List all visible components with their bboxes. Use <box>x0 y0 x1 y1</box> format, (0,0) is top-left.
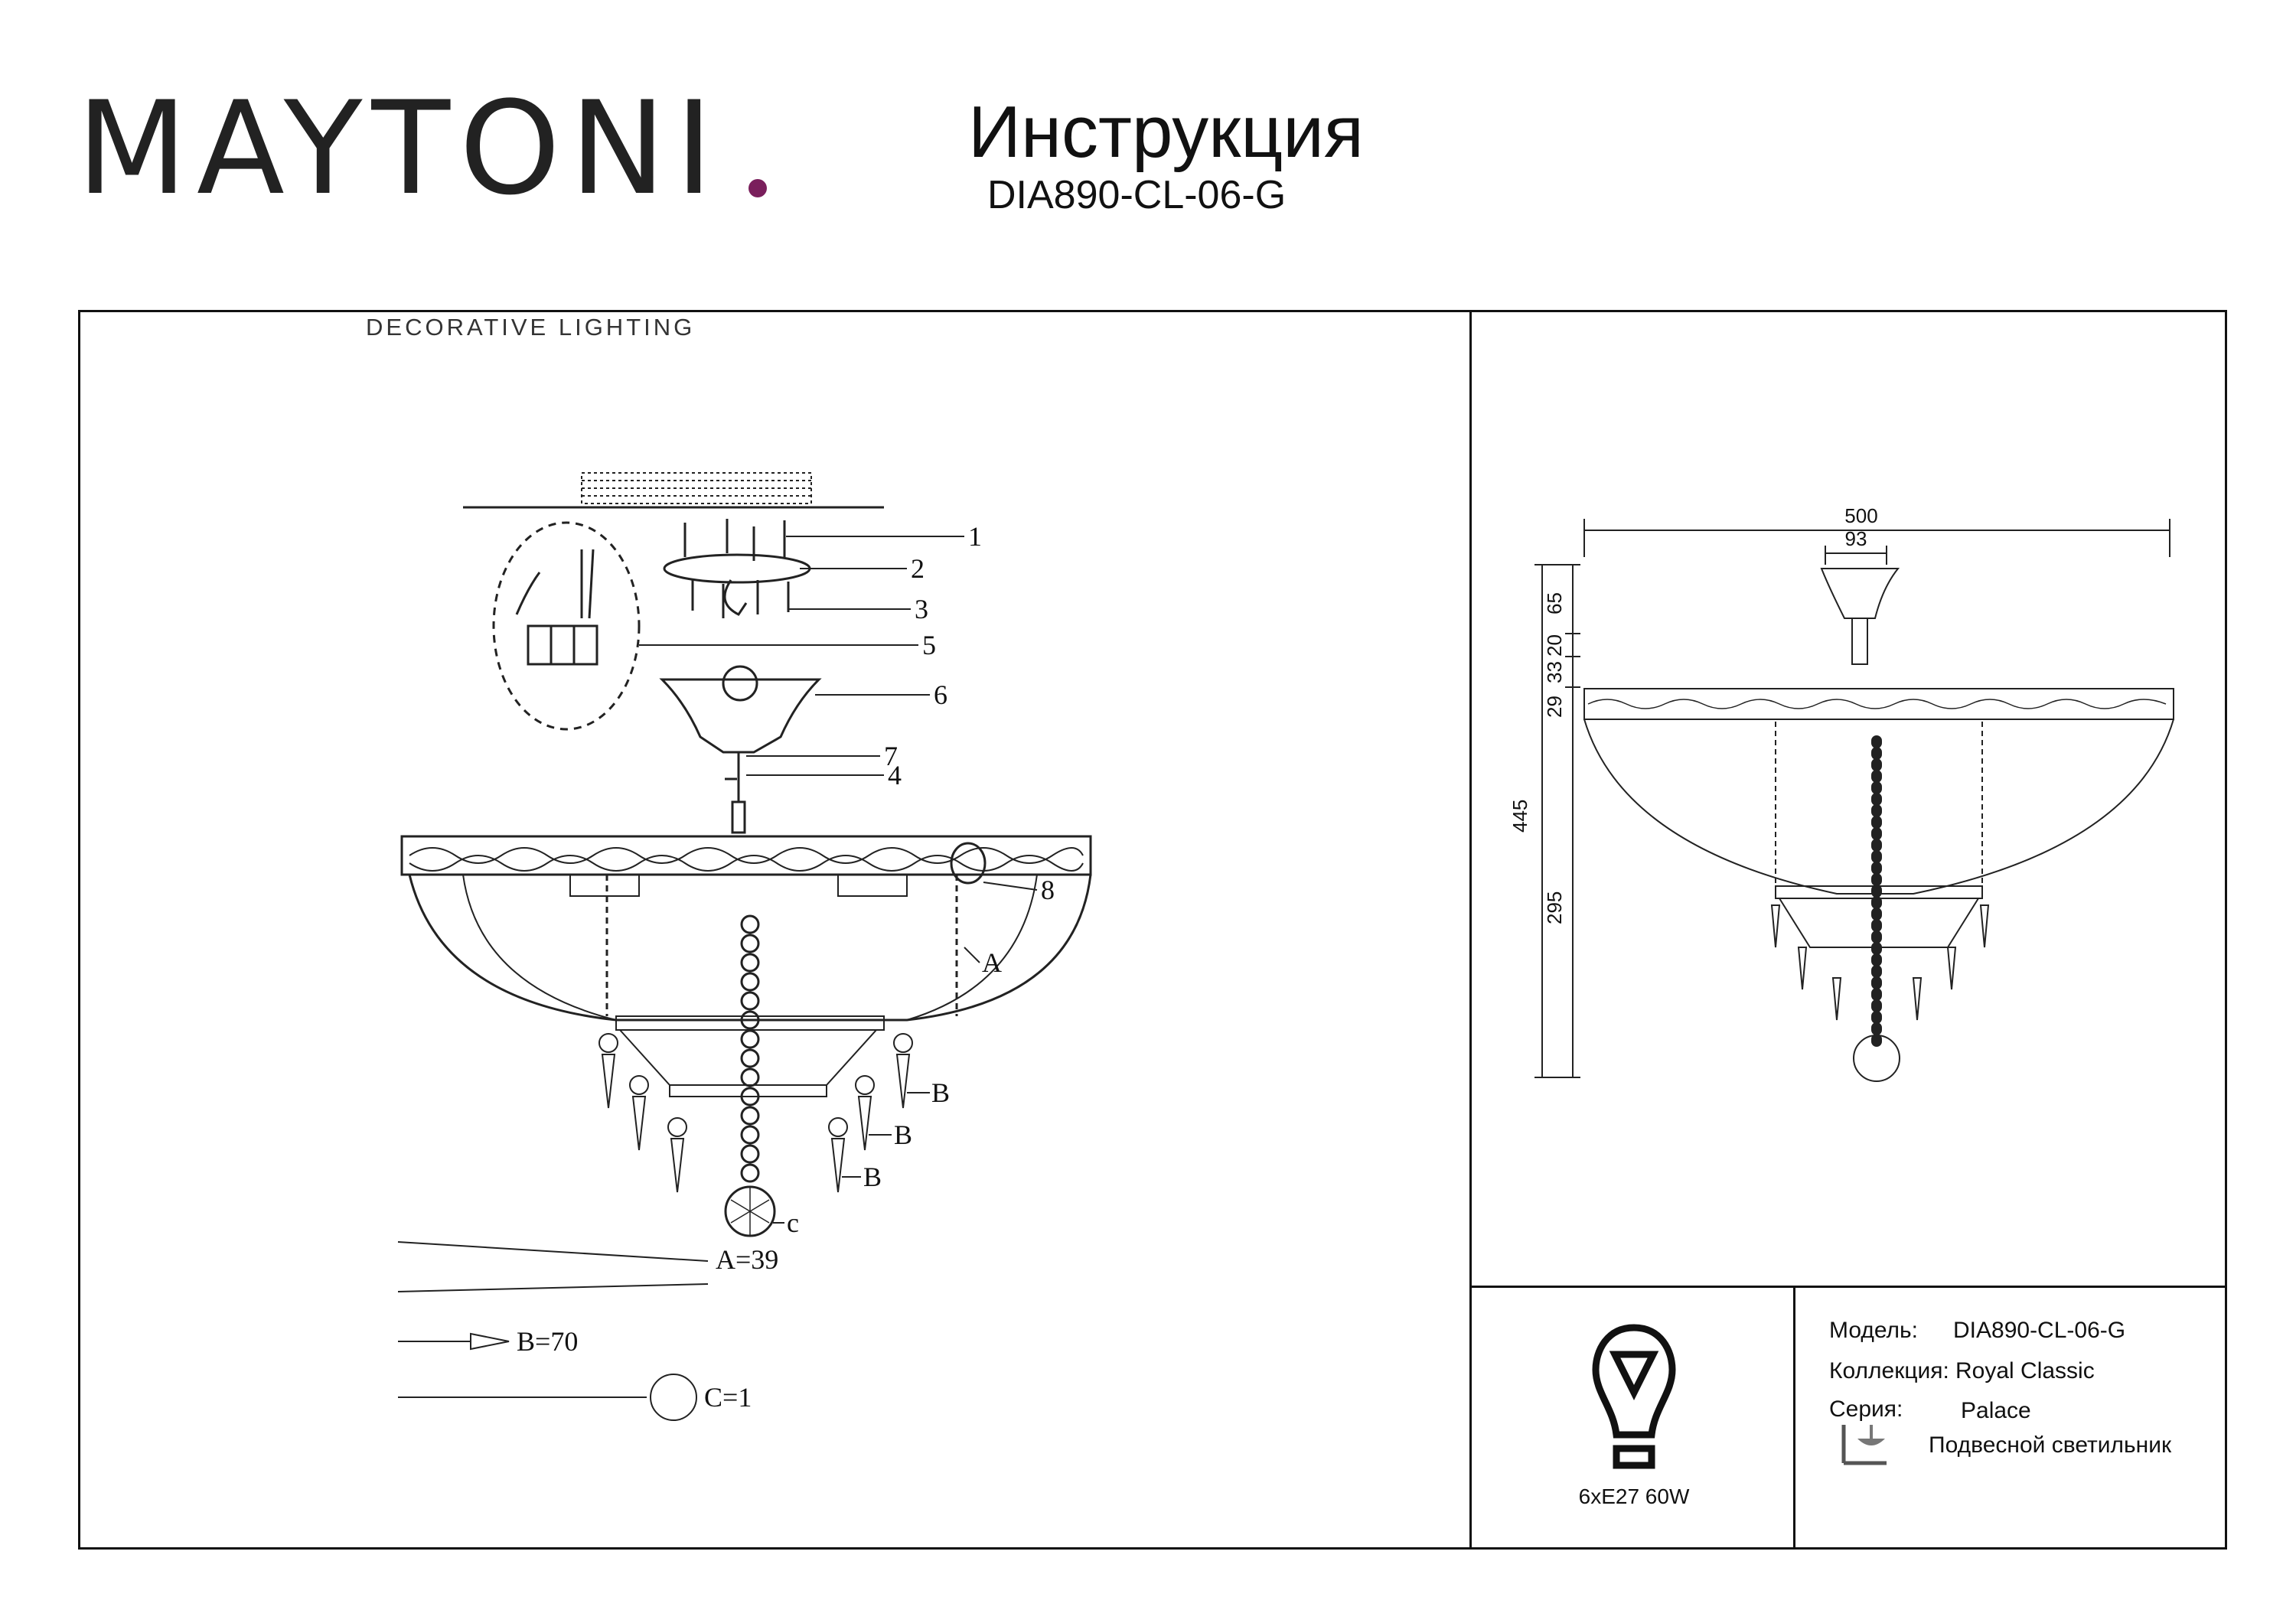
model-value: DIA890-CL-06-G <box>1953 1318 2126 1343</box>
callout-3: 3 <box>915 594 928 624</box>
center-chain <box>740 914 760 1183</box>
callout-8: 8 <box>1041 875 1055 905</box>
dim-height-total: 445 <box>1508 800 1531 833</box>
callout-B1: B <box>931 1077 950 1108</box>
page-title: Инструкция <box>968 91 1364 173</box>
model-code: DIA890-CL-06-G <box>987 173 1287 217</box>
frame-divider-horizontal <box>1469 1286 2227 1288</box>
part-a-count: A=39 <box>716 1244 778 1275</box>
brand-name: MAYTONI <box>77 73 722 223</box>
canopy <box>659 678 822 754</box>
pendant-lamp-icon <box>1841 1425 1887 1465</box>
terminal-block <box>515 549 598 666</box>
crystal-pendants <box>598 1033 913 1193</box>
ceiling-hatch <box>581 472 812 504</box>
callout-4: 4 <box>888 760 902 790</box>
decorative-band <box>400 835 1092 876</box>
lower-ring <box>615 1015 885 1031</box>
dim-seg-3: 33 <box>1543 661 1566 683</box>
rod-outline <box>1851 618 1868 665</box>
band-outline <box>1583 688 2174 720</box>
collection-label: Коллекция: <box>1829 1358 1949 1383</box>
callout-A: A <box>982 947 1002 978</box>
dim-seg-4: 29 <box>1543 696 1566 718</box>
series-value: Palace <box>1961 1398 2031 1423</box>
frame-divider-info <box>1793 1286 1795 1547</box>
lower-ring-small <box>669 1084 827 1097</box>
callout-5: 5 <box>922 630 936 660</box>
parts-legend <box>397 1241 709 1421</box>
socket <box>569 874 640 897</box>
lamp-holder <box>950 842 987 885</box>
callout-B2: B <box>894 1119 912 1150</box>
dimension-drawing: 500 93 445 65 20 33 29 295 <box>1508 504 2174 1082</box>
callout-2: 2 <box>911 553 925 584</box>
callout-1: 1 <box>968 521 982 552</box>
dim-seg-5: 295 <box>1543 891 1566 924</box>
brand-tagline: DECORATIVE LIGHTING <box>366 314 696 341</box>
dim-seg-1: 65 <box>1543 592 1566 614</box>
brand-logo: MAYTONI DECORATIVE LIGHTING <box>77 84 767 341</box>
dim-width-canopy: 93 <box>1845 527 1867 550</box>
bulb-spec: 6xE27 60W <box>1578 1484 1690 1508</box>
frame-divider-vertical <box>1469 312 1472 1547</box>
type-value: Подвесной светильник <box>1929 1432 2172 1458</box>
callout-7: 7 <box>884 741 898 771</box>
canopy-ring <box>722 665 758 702</box>
series-label: Серия: <box>1829 1396 1903 1422</box>
collection-value: Royal Classic <box>1955 1358 2095 1383</box>
canopy-outline <box>1820 568 1900 619</box>
dim-seg-2: 20 <box>1543 634 1566 657</box>
ball-outline <box>1853 1035 1900 1082</box>
brand-dot <box>748 179 767 197</box>
part-c-count: C=1 <box>704 1382 752 1413</box>
rod <box>731 800 746 834</box>
drawing-frame <box>78 310 2227 1550</box>
callout-6: 6 <box>934 680 947 710</box>
socket <box>837 874 908 897</box>
part-b-count: B=70 <box>517 1326 578 1357</box>
screws <box>683 519 790 618</box>
assembly-drawing: 1 2 3 5 6 7 4 8 A B B B c A=39 B=70 C=1 <box>397 472 1092 1421</box>
wiring-detail <box>492 521 641 731</box>
mounting-plate <box>663 553 811 584</box>
callout-c: c <box>787 1207 799 1238</box>
dim-width-total: 500 <box>1844 504 1877 527</box>
model-label: Модель: <box>1829 1318 1919 1343</box>
hook <box>723 579 748 616</box>
callout-B3: B <box>863 1162 882 1192</box>
lightbulb-icon <box>1592 1324 1676 1469</box>
